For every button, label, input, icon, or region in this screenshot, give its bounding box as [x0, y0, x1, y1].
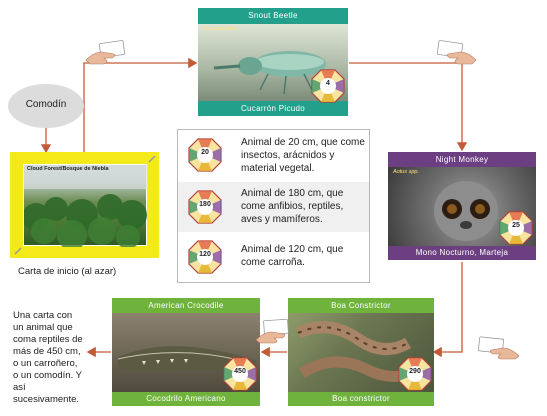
boa-title: Boa Constrictor — [331, 301, 391, 310]
wildcard-label: Comodín — [25, 99, 67, 110]
size-diet-medallion-icon: 290 — [398, 357, 432, 391]
rule-badge: 180 — [199, 201, 211, 208]
rule-text: Animal de 120 cm, que come carroña. — [241, 244, 344, 268]
boa-photo — [288, 313, 434, 392]
hand-holding-card-icon — [478, 336, 520, 360]
night-monkey-badge: 25 — [512, 222, 520, 229]
size-diet-medallion-icon: 4 — [311, 69, 345, 103]
crocodile-badge: 450 — [234, 368, 246, 375]
rule-row: 180 Animal de 180 cm, que come anfibios,… — [178, 182, 369, 232]
size-diet-medallion-icon: 20 — [188, 138, 222, 172]
rules-box: 20 Animal de 20 cm, que come insectos, a… — [177, 129, 370, 283]
hand-holding-card-icon — [255, 318, 289, 344]
rule-text: Animal de 20 cm, que come insectos, arác… — [241, 137, 365, 174]
hand-holding-card-icon — [436, 40, 477, 65]
night-monkey-subtitle: Mono Nocturno, Marteja — [415, 248, 509, 257]
rule-badge: 20 — [201, 149, 209, 156]
corner-mark-icon — [14, 247, 22, 255]
rule-text: Animal de 180 cm, que come anfibios, rep… — [241, 188, 344, 225]
end-caption: Una carta con un animal que coma reptile… — [13, 310, 83, 405]
wildcard-bubble: Comodín — [8, 84, 84, 128]
cloud-forest-photo — [23, 164, 148, 247]
start-to-beetle-arrow — [83, 57, 198, 154]
size-diet-medallion-icon: 120 — [188, 240, 222, 274]
card-cloud-forest[interactable]: Cloud Forest/Bosque de Niebla — [10, 152, 159, 258]
night-monkey-sci: Aotus spp. — [393, 169, 419, 175]
start-caption: Carta de inicio (al azar) — [18, 266, 117, 277]
size-diet-medallion-icon: 450 — [223, 357, 257, 391]
crocodile-subtitle: Cocodrilo Americano — [146, 394, 226, 403]
snout-beetle-subtitle: Cucarrón Picudo — [240, 104, 306, 113]
boa-subtitle: Boa constrictor — [332, 394, 390, 403]
rule-row: 120 Animal de 120 cm, que come carroña. — [178, 232, 369, 282]
card-night-monkey[interactable]: Night Monkey Aotus spp. Mono Nocturno, M… — [388, 152, 536, 260]
rule-badge: 120 — [199, 251, 211, 258]
snout-beetle-sci: Curculionidae — [203, 26, 237, 32]
monkey-to-boa-arrow — [432, 262, 463, 358]
hand-holding-card-icon — [85, 40, 126, 65]
crocodile-title: American Crocodile — [148, 301, 224, 310]
size-diet-medallion-icon: 180 — [188, 190, 222, 224]
card-american-crocodile[interactable]: American Crocodile Cocodrilo Americano 4… — [112, 298, 260, 406]
corner-mark-icon — [148, 155, 156, 163]
card-snout-beetle[interactable]: Snout Beetle Curculionidae Cucarrón Picu… — [198, 8, 348, 116]
snout-beetle-title: Snout Beetle — [248, 11, 298, 20]
size-diet-medallion-icon: 25 — [499, 211, 533, 245]
night-monkey-title: Night Monkey — [435, 155, 489, 164]
rule-row: 20 Animal de 20 cm, que come insectos, a… — [178, 130, 369, 182]
boa-badge: 290 — [409, 368, 421, 375]
snout-beetle-badge: 4 — [326, 80, 330, 87]
card-boa-constrictor[interactable]: Boa Constrictor Boa constrictor 290 — [288, 298, 434, 406]
cloud-forest-title: Cloud Forest/Bosque de Niebla — [27, 166, 109, 172]
